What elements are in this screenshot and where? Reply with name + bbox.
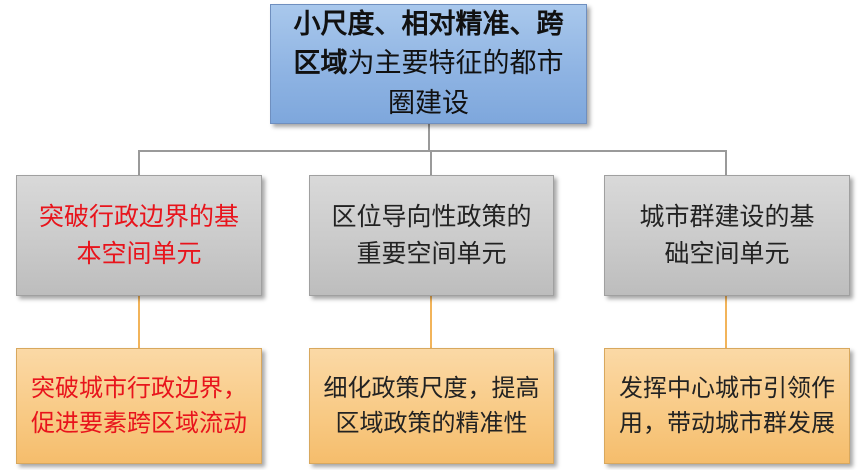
- mid-node-2: 区位导向性政策的 重要空间单元: [309, 175, 554, 296]
- mid-node-1-text: 突破行政边界的基 本空间单元: [39, 199, 239, 272]
- mid-node-1: 突破行政边界的基 本空间单元: [16, 175, 262, 296]
- leaf-node-2-line-1: 细化政策尺度，提高: [323, 374, 540, 403]
- mid-node-1-line-2: 本空间单元: [76, 238, 202, 268]
- root-line-2: 区域为主要特征的都市: [294, 44, 564, 83]
- leaf-node-1-line-2: 促进要素跨区域流动: [31, 409, 247, 437]
- root-line-2-rest: 为主要特征的都市: [347, 48, 564, 80]
- root-node-text: 小尺度、相对精准、跨 区域为主要特征的都市 圈建设: [294, 5, 564, 122]
- connector-mid-leaf-3: [725, 296, 727, 348]
- connector-horizontal-bar: [138, 150, 727, 152]
- mid-node-3-line-2: 础空间单元: [664, 238, 790, 268]
- leaf-node-3: 发挥中心城市引领作 用，带动城市群发展: [604, 348, 850, 464]
- mid-node-3-line-1: 城市群建设的基: [639, 202, 815, 232]
- connector-root-trunk: [428, 124, 430, 151]
- leaf-node-3-line-2: 用，带动城市群发展: [619, 409, 835, 437]
- mid-node-1-line-1: 突破行政边界的基: [38, 202, 239, 232]
- root-node: 小尺度、相对精准、跨 区域为主要特征的都市 圈建设: [270, 4, 587, 124]
- leaf-node-2-line-2: 区域政策的精准性: [335, 409, 528, 437]
- root-line-3: 圈建设: [388, 87, 469, 119]
- connector-mid-leaf-2: [430, 296, 432, 348]
- leaf-node-1: 突破城市行政边界， 促进要素跨区域流动: [16, 348, 262, 464]
- leaf-node-1-line-1: 突破城市行政边界，: [31, 374, 247, 403]
- root-line-1: 小尺度、相对精准、跨: [293, 9, 564, 41]
- mid-node-3: 城市群建设的基 础空间单元: [604, 175, 850, 296]
- mid-node-2-line-2: 重要空间单元: [356, 238, 507, 268]
- mid-node-3-text: 城市群建设的基 础空间单元: [639, 199, 814, 272]
- connector-branch-3: [725, 150, 727, 175]
- leaf-node-3-line-1: 发挥中心城市引领作: [619, 374, 835, 403]
- mid-node-2-text: 区位导向性政策的 重要空间单元: [331, 199, 531, 272]
- connector-branch-2: [430, 150, 432, 175]
- leaf-node-2: 细化政策尺度，提高 区域政策的精准性: [309, 348, 554, 464]
- root-line-2-bold: 区域: [293, 48, 348, 80]
- mid-node-2-line-1: 区位导向性政策的: [331, 202, 532, 232]
- connector-branch-1: [138, 150, 140, 175]
- leaf-node-2-text: 细化政策尺度，提高 区域政策的精准性: [324, 371, 540, 441]
- connector-mid-leaf-1: [138, 296, 140, 348]
- leaf-node-3-text: 发挥中心城市引领作 用，带动城市群发展: [619, 371, 835, 441]
- leaf-node-1-text: 突破城市行政边界， 促进要素跨区域流动: [31, 371, 247, 441]
